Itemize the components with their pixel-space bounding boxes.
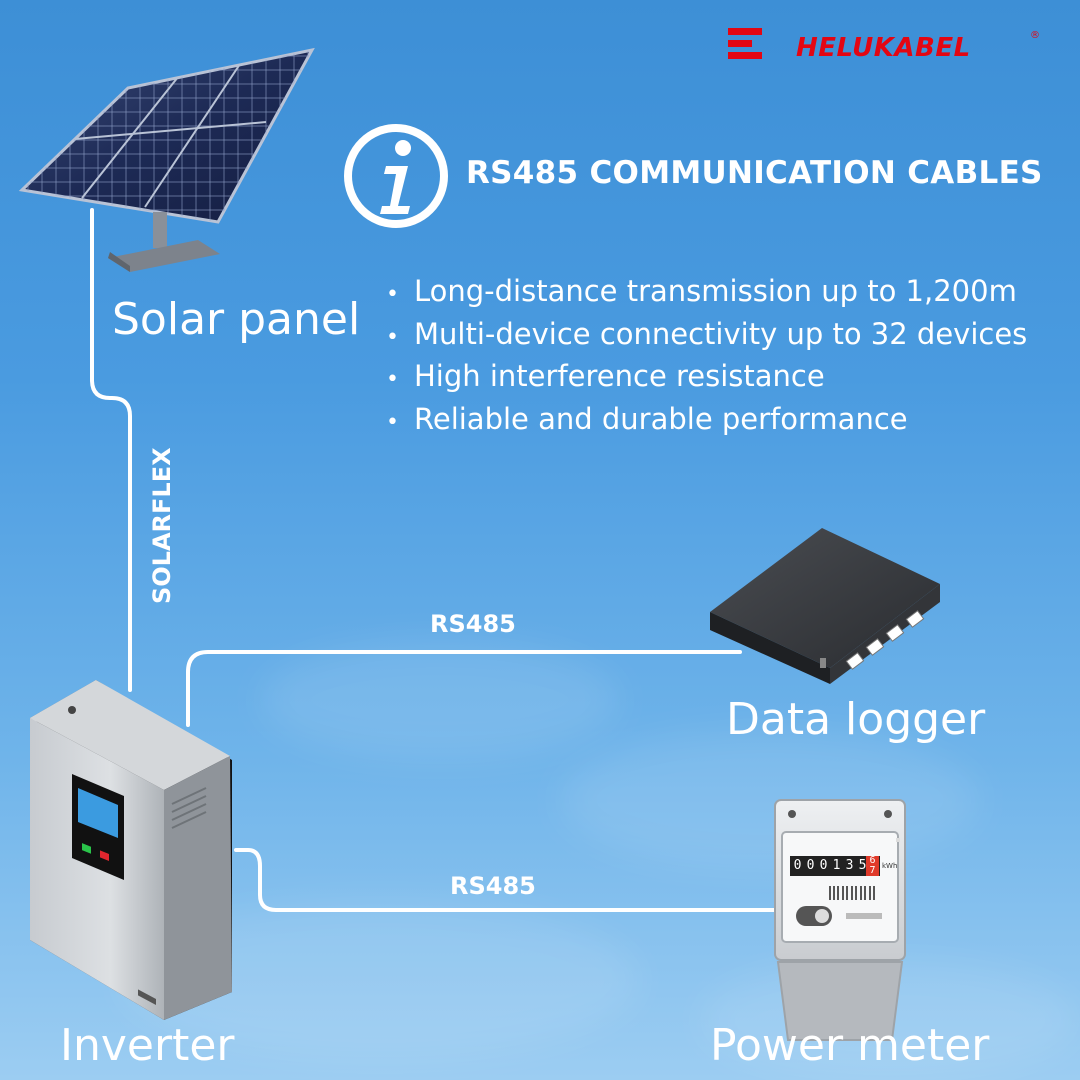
meter-digit: 5 xyxy=(858,858,867,873)
helukabel-logo-mark xyxy=(728,28,762,59)
label-data-logger: Data logger xyxy=(726,694,986,745)
meter-decimal-digits: 6 7 xyxy=(866,856,879,876)
cable-rs485-logger xyxy=(186,650,742,727)
feature-text: High interference resistance xyxy=(414,359,825,393)
label-power-meter: Power meter xyxy=(710,1020,990,1071)
bullet-icon: • xyxy=(386,282,399,307)
feature-item: • Reliable and durable performance xyxy=(386,398,1027,441)
meter-decimal-digit: 7 xyxy=(869,865,876,876)
data-logger-illustration xyxy=(710,528,940,684)
meter-decimal-digit: 6 xyxy=(869,855,876,866)
bullet-icon: • xyxy=(386,324,399,350)
cable-solarflex xyxy=(90,208,132,692)
feature-item: • High interference resistance xyxy=(386,355,1027,398)
label-inverter: Inverter xyxy=(60,1020,235,1071)
meter-digit: 0 xyxy=(819,858,828,873)
solar-panel-illustration xyxy=(18,47,315,272)
meter-digit: 0 xyxy=(793,858,802,873)
inverter-illustration xyxy=(30,680,232,1020)
bullet-icon: • xyxy=(386,367,399,392)
bullet-icon: • xyxy=(386,409,399,435)
feature-text: Reliable and durable performance xyxy=(414,401,908,436)
brand-name: HELUKABEL xyxy=(796,33,971,63)
meter-counter: 0 0 0 1 3 5 xyxy=(792,858,868,873)
meter-digit: 1 xyxy=(832,858,841,873)
brand-registered-mark: ® xyxy=(1030,30,1040,41)
feature-text: Multi-device connectivity up to 32 devic… xyxy=(414,316,1028,351)
cloud xyxy=(560,730,980,870)
cable-label-rs485-meter: RS485 xyxy=(450,872,536,900)
info-icon xyxy=(344,124,448,228)
cable-rs485-meter xyxy=(234,848,792,912)
cable-label-rs485-logger: RS485 xyxy=(430,610,516,638)
page-title: RS485 COMMUNICATION CABLES xyxy=(466,155,1043,191)
meter-barcode xyxy=(829,886,875,900)
feature-item: • Long-distance transmission up to 1,200m xyxy=(386,270,1027,313)
power-meter-illustration xyxy=(774,799,906,1041)
meter-digit: 0 xyxy=(806,858,815,873)
meter-digit: 3 xyxy=(845,858,854,873)
cable-label-solarflex: SOLARFLEX xyxy=(148,447,176,604)
label-solar-panel: Solar panel xyxy=(112,294,361,345)
cloud xyxy=(260,640,620,760)
meter-unit: kWh xyxy=(882,862,898,870)
feature-item: • Multi-device connectivity up to 32 devi… xyxy=(386,313,1027,356)
feature-text: Long-distance transmission up to 1,200m xyxy=(414,274,1017,308)
feature-list: • Long-distance transmission up to 1,200m… xyxy=(386,270,1027,440)
